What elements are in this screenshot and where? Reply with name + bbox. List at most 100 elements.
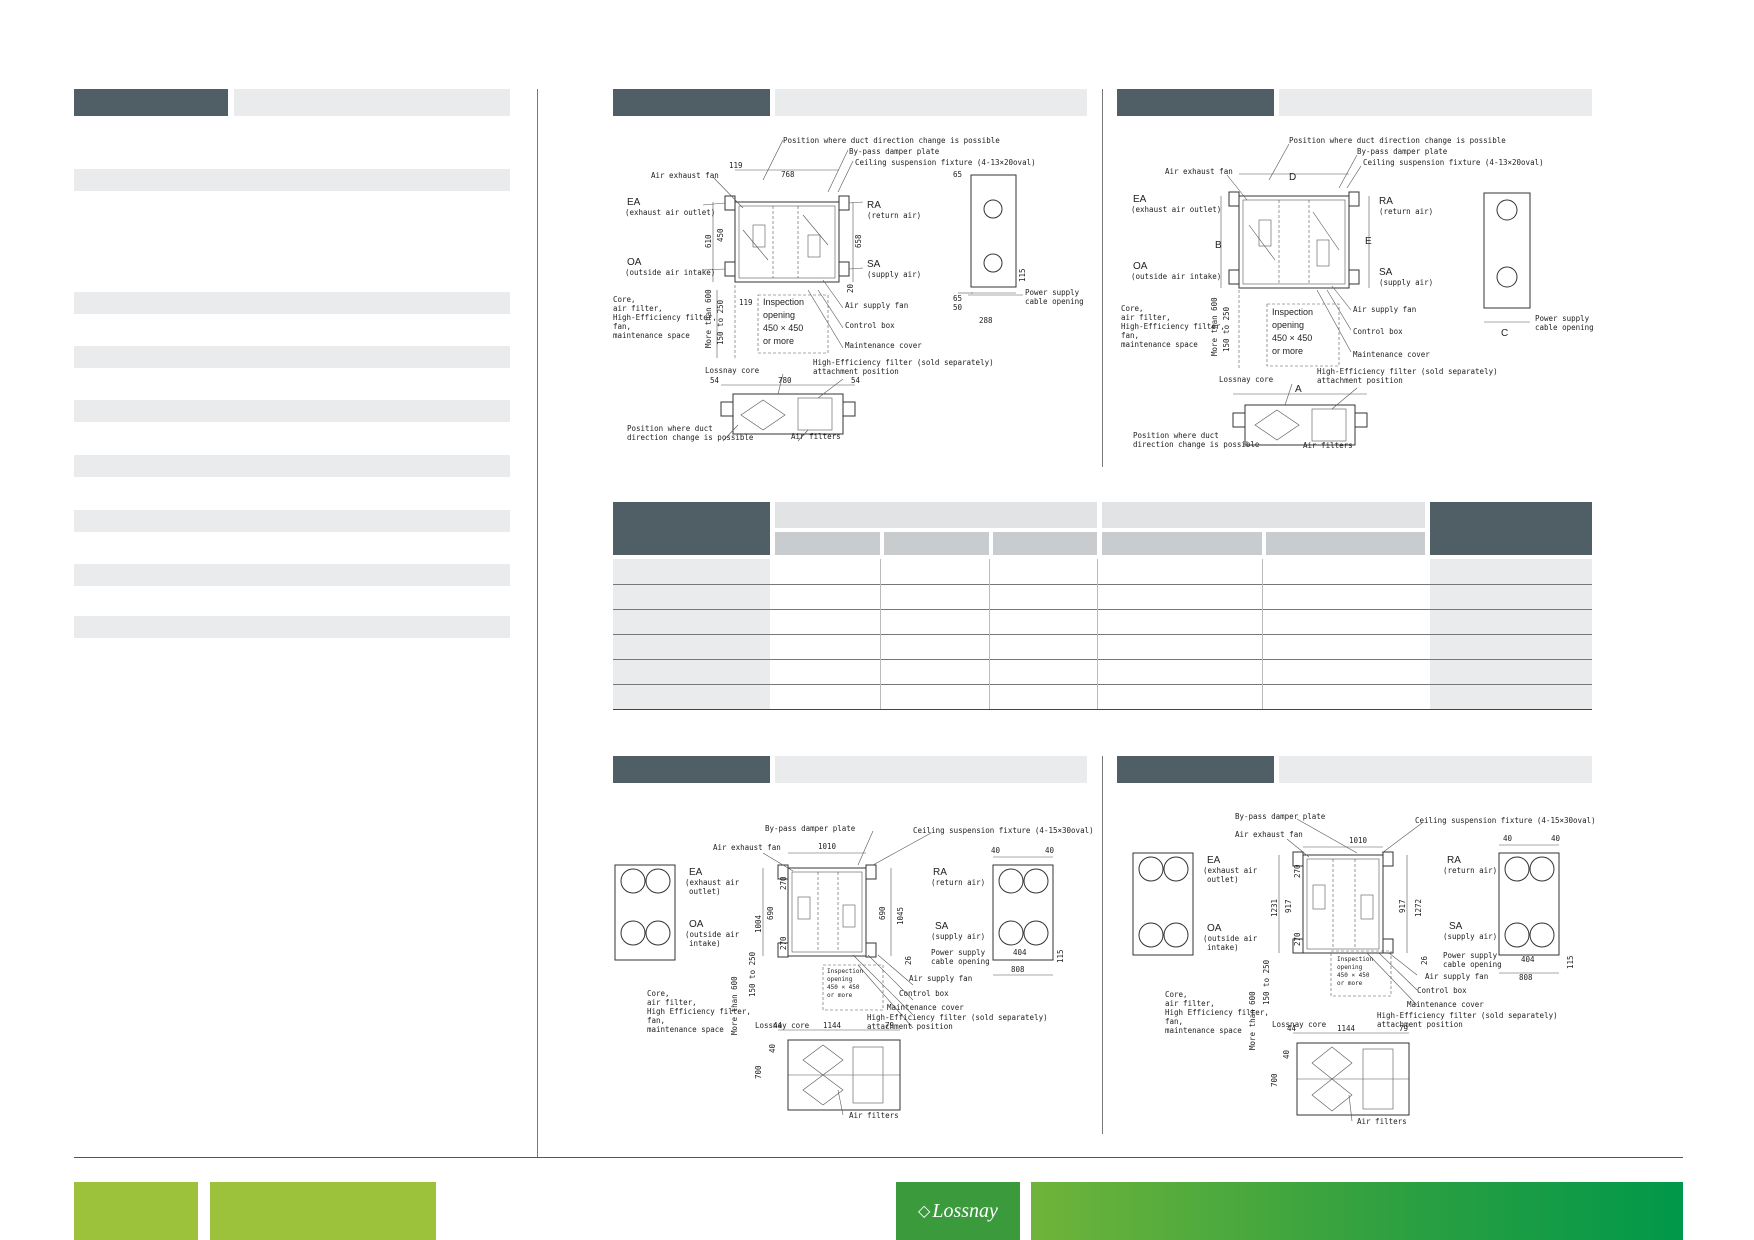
- dim-270a: 270: [1293, 864, 1302, 878]
- left-row-band-5: [74, 455, 510, 477]
- dim-808: 808: [1011, 965, 1025, 974]
- label-sa-sub: (supply air): [931, 932, 985, 941]
- label-range: 150 to 250: [716, 299, 725, 345]
- label-ra-sub: (return air): [867, 211, 921, 220]
- label-oa-sub2: intake): [689, 939, 721, 948]
- table-header-group-1: [775, 502, 1097, 528]
- label-ea-sub2: outlet): [1207, 875, 1239, 884]
- label-sa: SA: [1449, 921, 1463, 932]
- bottom-left-dimension-drawing: By-pass damper plate Ceiling suspension …: [614, 824, 1093, 1120]
- top-left-diagram-header-bar: [775, 89, 1087, 116]
- label-supply-fan: Air supply fan: [909, 974, 972, 983]
- label-sa: SA: [935, 921, 949, 932]
- dim-79: 79: [885, 1021, 894, 1030]
- footer-rule: [74, 1157, 1683, 1158]
- label-ra-sub: (return air): [931, 878, 985, 887]
- dim-20: 20: [846, 283, 855, 293]
- table-header-weight: [1430, 502, 1592, 555]
- label-core5: maintenance space: [613, 331, 690, 340]
- table-header-model: [613, 502, 770, 555]
- label-bypass: By-pass damper plate: [1357, 147, 1448, 156]
- top-left-dimension-drawing: Position where duct direction change is …: [613, 136, 1084, 442]
- top-right-dimension-drawing: Position where duct direction change is …: [1121, 136, 1594, 450]
- label-supply-fan: Air supply fan: [1425, 972, 1488, 981]
- label-core2: air filter,: [613, 304, 663, 313]
- table-row-line-5: [613, 684, 1592, 685]
- label-dir-change: Position where duct direction change is …: [1289, 136, 1506, 145]
- label-suspension: Ceiling suspension fixture (4-15×30oval): [913, 826, 1093, 835]
- label-ea-sub: (exhaust air outlet): [625, 208, 715, 217]
- table-subheader-b: [884, 532, 989, 555]
- label-ra: RA: [1379, 196, 1393, 207]
- dim-404: 404: [1521, 955, 1535, 964]
- label-ea: EA: [1207, 855, 1221, 866]
- label-oa-sub: (outside air intake): [1131, 272, 1221, 281]
- label-suspension: Ceiling suspension fixture (4-13×20oval): [855, 158, 1036, 167]
- label-core2: air filter,: [1121, 313, 1171, 322]
- label-inspection2: opening: [827, 976, 853, 983]
- label-more-than: More than 600: [1248, 991, 1257, 1050]
- label-hef2: attachment position: [1377, 1020, 1463, 1029]
- dim-690a: 690: [766, 906, 775, 920]
- left-row-band-4: [74, 400, 510, 422]
- label-c: C: [1501, 328, 1508, 339]
- dim-40b: 40: [1551, 834, 1561, 843]
- dim-917b: 917: [1398, 899, 1407, 913]
- label-inspection2: opening: [1337, 964, 1363, 971]
- label-suspension: Ceiling suspension fixture (4-15×30oval): [1415, 816, 1595, 825]
- label-dir-change3: direction change is possible: [1133, 440, 1260, 449]
- top-right-diagram-header-tab: [1117, 89, 1274, 116]
- label-inspection: Inspection: [763, 297, 804, 307]
- label-oa: OA: [689, 919, 704, 930]
- label-e: E: [1365, 236, 1372, 247]
- label-exhaust-fan: Air exhaust fan: [1235, 830, 1303, 839]
- table-col-line-1: [880, 559, 881, 709]
- label-maint-cover: Maintenance cover: [1353, 350, 1430, 359]
- dim-40c: 40: [1282, 1049, 1291, 1059]
- label-hef2: attachment position: [1317, 376, 1403, 385]
- label-lossnay-core: Lossnay core: [705, 366, 760, 375]
- table-subheader-c: [993, 532, 1097, 555]
- label-core4: fan,: [1165, 1017, 1183, 1026]
- dim-270b: 270: [1293, 932, 1302, 946]
- table-subheader-a: [775, 532, 880, 555]
- dim-1144: 1144: [1337, 1024, 1356, 1033]
- bottom-right-diagram-header-bar: [1279, 756, 1592, 783]
- label-ra: RA: [1447, 855, 1461, 866]
- label-power2: cable opening: [1025, 297, 1084, 306]
- top-diagram-divider: [1102, 89, 1103, 467]
- table-col-line-2: [989, 559, 990, 709]
- dim-1004: 1004: [754, 914, 763, 933]
- dim-450: 450: [716, 228, 725, 242]
- label-air-filters: Air filters: [1303, 441, 1353, 450]
- label-bypass: By-pass damper plate: [765, 824, 856, 833]
- dim-54b: 54: [851, 376, 861, 385]
- label-power: Power supply: [1443, 951, 1498, 960]
- dim-115: 115: [1056, 949, 1065, 963]
- dim-79: 79: [1399, 1024, 1408, 1033]
- label-sa: SA: [867, 259, 881, 270]
- left-row-band-3: [74, 346, 510, 368]
- dim-26: 26: [1420, 955, 1429, 965]
- table-subheader-e: [1266, 532, 1425, 555]
- lossnay-logo-mark: ◇: [918, 1203, 931, 1220]
- dim-1010: 1010: [1349, 836, 1368, 845]
- left-row-band-8: [74, 616, 510, 638]
- label-core3: High Efficiency filter,: [647, 1007, 751, 1016]
- bottom-left-diagram-header-bar: [775, 756, 1087, 783]
- label-power: Power supply: [931, 948, 986, 957]
- label-core2: air filter,: [1165, 999, 1215, 1008]
- footer-green-gradient-bar: [1031, 1182, 1683, 1240]
- label-ea: EA: [1133, 194, 1147, 205]
- dim-40a: 40: [1503, 834, 1513, 843]
- label-core: Core,: [1165, 990, 1188, 999]
- label-oa: OA: [627, 257, 642, 268]
- label-core4: fan,: [613, 322, 631, 331]
- label-power: Power supply: [1535, 314, 1590, 323]
- table-row-line-3: [613, 634, 1592, 635]
- label-range: 150 to 250: [748, 951, 757, 997]
- table-subheader-d: [1102, 532, 1262, 555]
- dim-65b: 65: [953, 294, 962, 303]
- lossnay-logo-text: Lossnay: [932, 1199, 998, 1222]
- label-core3: High Efficiency filter,: [1165, 1008, 1269, 1017]
